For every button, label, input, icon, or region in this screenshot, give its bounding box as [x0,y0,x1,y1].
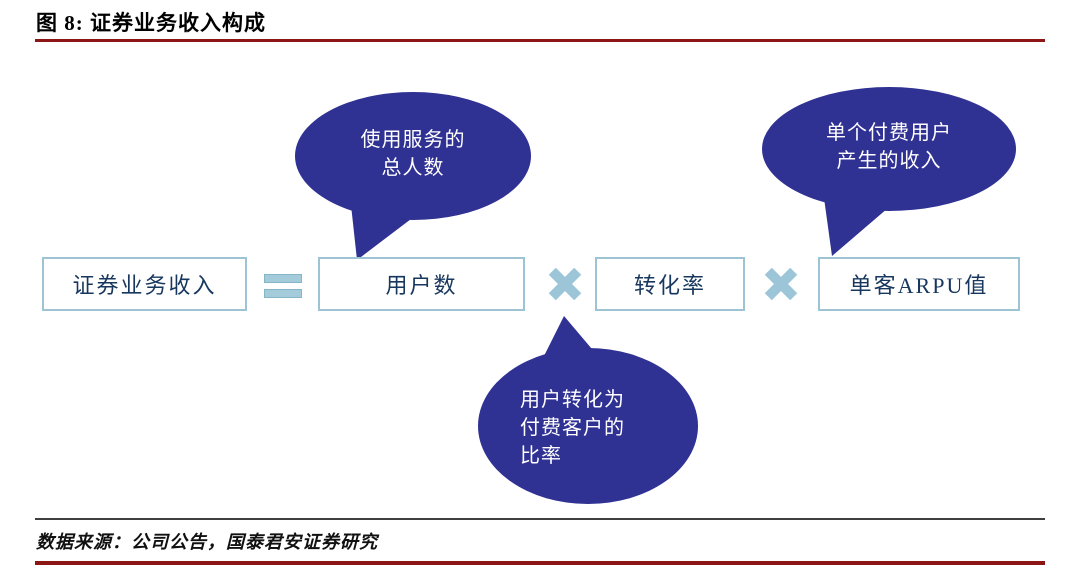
callout-line: 用户转化为 [520,389,625,411]
callout-line: 产生的收入 [836,150,942,172]
callout-conversion: 用户转化为 付费客户的 比率 [476,314,700,506]
box-conversion-rate: 转化率 [595,257,745,311]
multiply-icon [759,262,803,306]
callout-conversion-text: 用户转化为 付费客户的 比率 [476,386,700,470]
bottom-rule [35,561,1045,565]
equals-bar [264,289,302,298]
speech-bubble-icon [295,92,531,260]
equals-icon [264,274,302,304]
speech-bubble-icon [762,87,1016,256]
equals-bar [264,274,302,283]
data-source-note: 数据来源：公司公告，国泰君安证券研究 [36,532,378,552]
speech-bubble-icon [478,316,698,504]
callout-arpu: 单个付费用户 产生的收入 [760,86,1018,258]
multiply-icon [543,262,587,306]
callout-line: 付费客户的 [520,417,625,439]
source-divider [35,518,1045,520]
callout-line: 单个付费用户 [826,122,952,144]
callout-users: 使用服务的 总人数 [293,90,533,262]
title-rule [35,39,1045,42]
box-securities-revenue: 证券业务收入 [42,257,247,311]
callout-line: 比率 [520,445,562,467]
figure-title: 图 8: 证券业务收入构成 [36,11,266,35]
box-user-count: 用户数 [318,257,525,311]
box-arpu-value: 单客ARPU值 [818,257,1020,311]
revenue-formula-diagram: 使用服务的 总人数 单个付费用户 产生的收入 用户转化为 付费客户的 [0,42,1080,518]
callout-users-text: 使用服务的 总人数 [293,126,533,182]
callout-line: 总人数 [381,157,445,179]
callout-line: 使用服务的 [360,129,466,151]
callout-arpu-text: 单个付费用户 产生的收入 [760,119,1018,175]
